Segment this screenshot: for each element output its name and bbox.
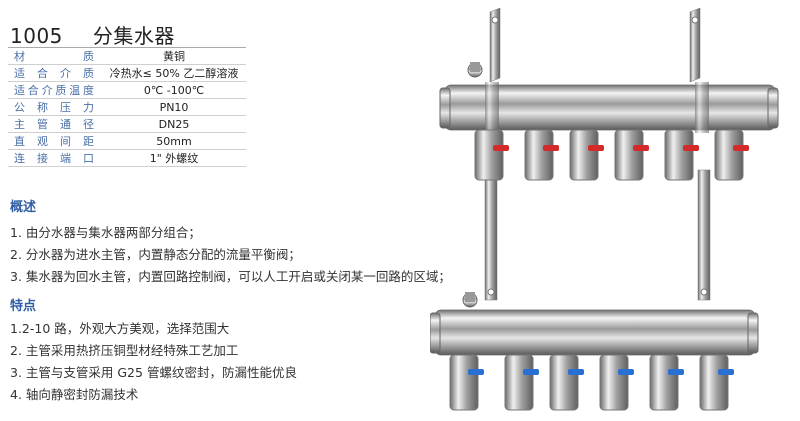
spec-value: 1" 外螺纹 (102, 149, 246, 167)
product-title: 1005 分集水器 (10, 20, 175, 49)
spec-label: 公称压力 (8, 98, 102, 116)
spec-row: 适合介质冷热水≤ 50% 乙二醇溶液 (8, 64, 246, 82)
spec-value: PN10 (102, 98, 246, 116)
supply-manifold (439, 62, 779, 133)
feature-item: 2. 主管采用热挤压铜型材经特殊工艺加工 (10, 343, 239, 358)
spec-label: 材质 (8, 47, 102, 65)
spec-label: 连接端口 (8, 149, 102, 167)
spec-value: 0℃ -100℃ (102, 81, 246, 99)
feature-item: 1.2-10 路，外观大方美观，选择范围大 (10, 321, 230, 336)
manifold-product-image (430, 7, 779, 411)
spec-label: 主管通径 (8, 115, 102, 133)
upper-brackets (489, 7, 701, 83)
spec-value: 黄铜 (102, 47, 246, 65)
spec-label: 适合介质温度 (8, 81, 102, 99)
feature-item: 3. 主管与支管采用 G25 管螺纹密封，防漏性能优良 (10, 365, 297, 380)
product-name: 分集水器 (92, 24, 175, 48)
spec-value: 冷热水≤ 50% 乙二醇溶液 (102, 64, 246, 82)
vertical-brackets (484, 169, 711, 301)
features-heading: 特点 (10, 299, 37, 314)
overview-item: 1. 由分水器与集水器两部分组合； (10, 225, 201, 240)
spec-value: DN25 (102, 115, 246, 133)
spec-row: 材质黄铜 (8, 47, 246, 65)
feature-item: 4. 轴向静密封防漏技术 (10, 387, 139, 402)
spec-label: 适合介质 (8, 64, 102, 82)
product-code: 1005 (10, 24, 63, 48)
supply-outlets (474, 129, 749, 181)
spec-label: 直观间距 (8, 132, 102, 150)
overview-heading: 概述 (10, 200, 37, 215)
overview-item: 3. 集水器为回水主管，内置回路控制阀，可以人工开启或关闭某一回路的区域； (10, 269, 451, 284)
spec-value: 50mm (102, 132, 246, 150)
return-manifold (430, 292, 759, 356)
overview-item: 2. 分水器为进水主管，内置静态分配的流量平衡阀； (10, 247, 301, 262)
return-outlets (449, 354, 734, 411)
